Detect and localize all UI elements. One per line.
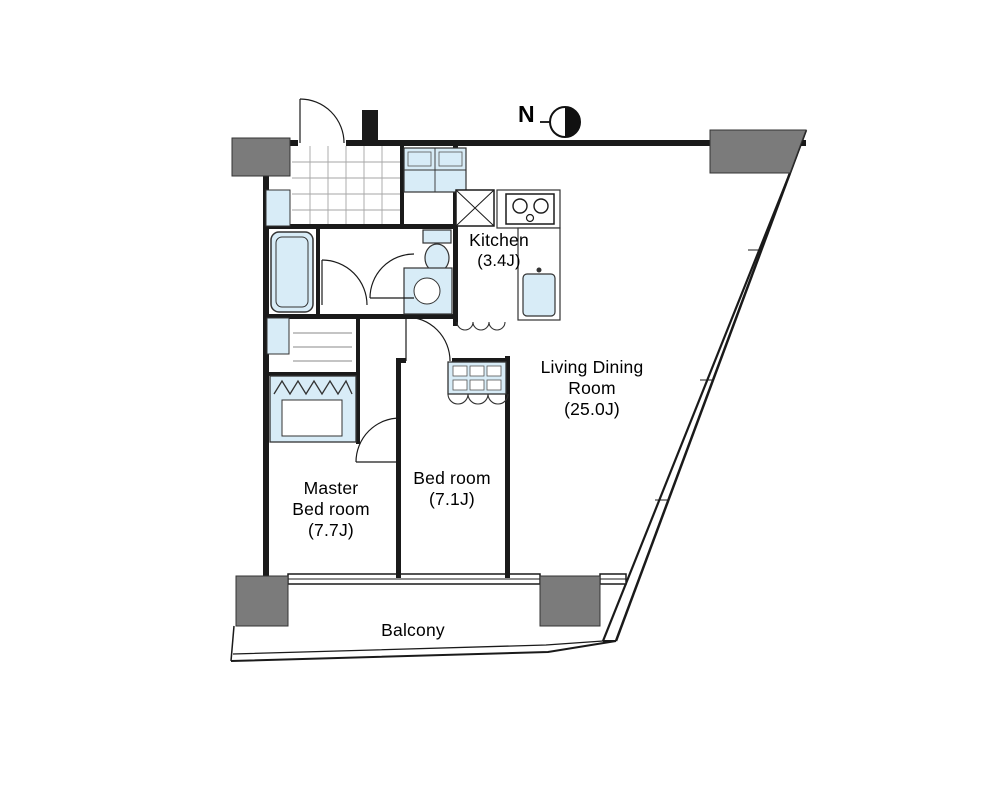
storage-shelf-lines [293, 332, 352, 362]
storage-closets [266, 317, 509, 443]
bathtub [270, 231, 314, 313]
balcony-outer-rail [230, 640, 617, 662]
room-label-master-bedroom: Master Bed room (7.7J) [292, 478, 369, 541]
compass-half-fill-icon [565, 107, 580, 137]
pillar-top-right [709, 129, 807, 174]
closet-shelf-box [469, 365, 485, 377]
wall-stub [362, 110, 378, 141]
shoe-cabinet [265, 189, 291, 227]
pillar-bottom-left [235, 575, 289, 627]
closet-shelf-box [452, 379, 468, 391]
interior-walls [266, 144, 510, 578]
entrance-area [265, 146, 467, 227]
bedroom-closet-folding-door [447, 393, 509, 405]
wall-bath-divider [316, 229, 320, 317]
top-wall-right [346, 140, 806, 146]
wall-mid-horizontal [266, 314, 458, 319]
balcony-name: Balcony [381, 620, 445, 640]
stove-burner-icon [533, 198, 549, 214]
living-dining-area: (25.0J) [564, 399, 620, 419]
closet-shelf-box [452, 365, 468, 377]
toilet-tank [422, 229, 452, 244]
left-wall [263, 146, 269, 578]
kitchen-area: (3.4J) [477, 252, 521, 270]
balcony-outline [230, 625, 617, 662]
closet-shelf-box [486, 365, 502, 377]
room-label-bedroom: Bed room (7.1J) [413, 468, 490, 510]
master-bedroom-name-line1: Master [303, 478, 359, 498]
wall-bedroom-right [505, 356, 510, 578]
bedroom-area: (7.1J) [429, 489, 475, 509]
wall-closet-right [356, 319, 360, 444]
kitchen-fixtures [455, 189, 561, 331]
balcony-inner-rail [232, 640, 604, 655]
entrance-door-arc [299, 98, 345, 144]
kitchen-sink [522, 273, 556, 317]
wall-storage-bottom [266, 372, 356, 376]
stove-burner-small-icon [525, 213, 535, 223]
kitchen-name: Kitchen [469, 230, 529, 250]
kitchen-faucet-icon [536, 267, 542, 273]
bathroom [270, 231, 314, 313]
master-bedroom-area: (7.7J) [308, 520, 354, 540]
pillars [231, 129, 807, 627]
wall-bedroom-top-right [452, 358, 510, 363]
master-closet-drawer [281, 399, 343, 437]
room-label-balcony: Balcony [381, 620, 445, 641]
storage-shelf-right [438, 151, 463, 167]
doors [299, 98, 451, 463]
stove-burner-icon [512, 198, 528, 214]
room-label-kitchen: Kitchen (3.4J) [469, 230, 529, 272]
master-bedroom-door-arc [355, 417, 401, 463]
pillar-bottom-mid [539, 575, 601, 627]
storage-shelf-left [407, 151, 432, 167]
bathroom-door-arc [321, 259, 368, 306]
master-closet-hanger-zigzag [273, 379, 353, 396]
washbasin-sink [413, 277, 441, 305]
pipe-shaft-cross-icon [455, 189, 495, 227]
wall-master-right [396, 358, 401, 578]
storage-unit-divider [404, 148, 466, 192]
accordion-door [456, 321, 506, 331]
balcony-left-edge [230, 625, 235, 662]
north-label: N [518, 101, 535, 127]
washroom [403, 229, 453, 315]
bathtub-inner-rim [275, 236, 309, 308]
living-dining-name-line2: Room [568, 378, 616, 398]
window-frame-ticks [655, 249, 761, 501]
entrance-tile-grid [292, 146, 400, 224]
washroom-door-arc [369, 253, 415, 299]
living-dining-name-line1: Living Dining [540, 357, 644, 377]
bedroom-closet-shelves [452, 365, 502, 391]
storage-cabinet [266, 317, 290, 355]
bedroom-door-arc [405, 316, 451, 362]
wall-bedroom-top-left [396, 358, 406, 363]
bedroom-name: Bed room [413, 468, 491, 488]
closet-shelf-box [486, 379, 502, 391]
compass [540, 106, 581, 138]
wall-entrance-right [400, 146, 404, 224]
master-bedroom-name-line2: Bed room [292, 499, 370, 519]
pillar-top-left [231, 137, 291, 177]
room-label-living-dining: Living Dining Room (25.0J) [541, 357, 644, 420]
wall-bath-top [266, 224, 458, 229]
closet-shelf-box [469, 379, 485, 391]
wall-kitchen-left [453, 144, 458, 326]
slanted-wall-inner [601, 172, 792, 642]
